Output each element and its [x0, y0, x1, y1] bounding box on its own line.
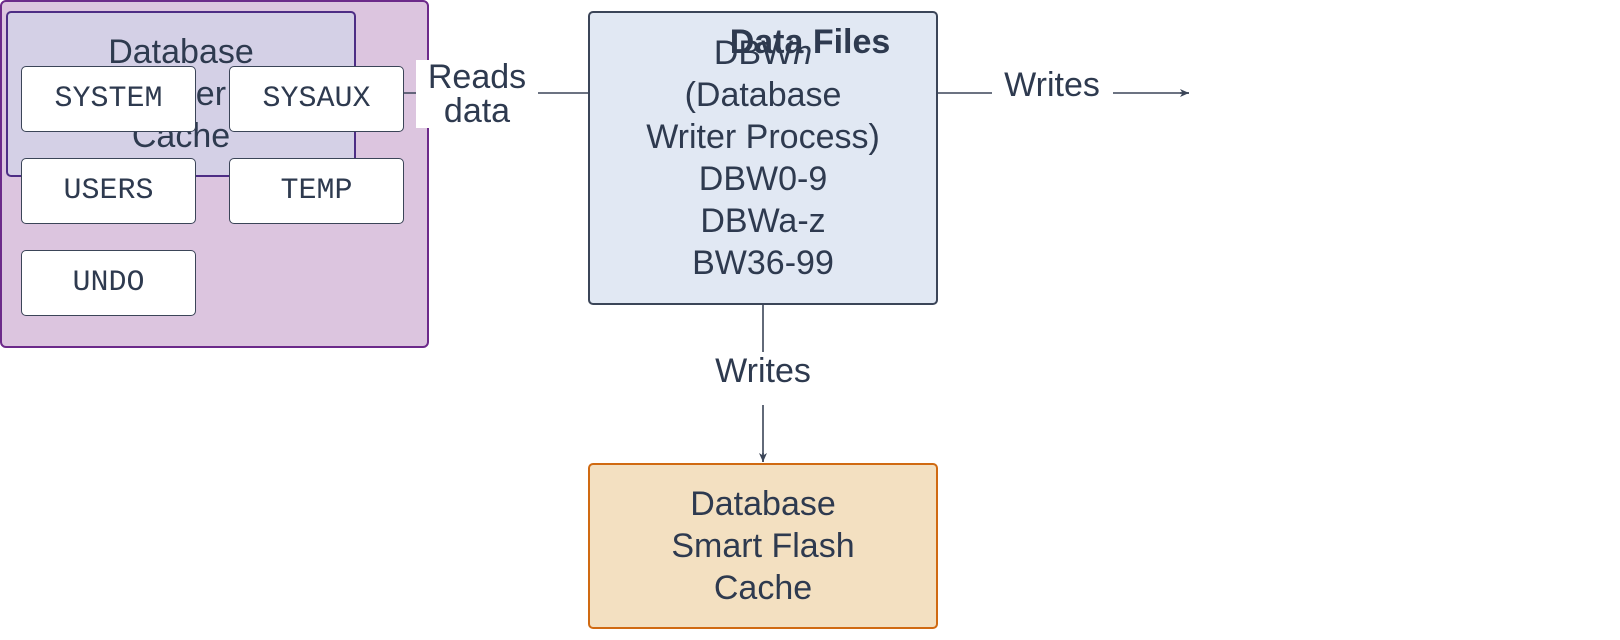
reads-label-line-1: Reads [427, 58, 527, 96]
reads-data-label: Reads data [416, 60, 538, 128]
dbwn-title-prefix: DBW [713, 34, 794, 72]
dbwn-process-node: DBWn (Database Writer Process) DBW0-9 DB… [588, 11, 938, 305]
datafile-undo: UNDO [21, 250, 196, 316]
buffer-cache-line-1: Database [108, 33, 254, 71]
writes-datafiles-label: Writes [996, 68, 1108, 102]
flash-cache-line-3: Cache [713, 569, 813, 607]
datafile-system: SYSTEM [21, 66, 196, 132]
writes-flash-cache-label: Writes [700, 354, 826, 388]
dbwn-line-5: BW36-99 [692, 244, 834, 282]
dbwn-line-4: DBWa-z [700, 202, 826, 240]
dbwn-title-suffix: n [793, 34, 813, 72]
flash-cache-line-2: Smart Flash [671, 527, 855, 565]
dbwn-line-2: Writer Process) [646, 118, 880, 156]
reads-label-line-2: data [443, 92, 511, 130]
dbwn-line-1: (Database [684, 76, 842, 114]
data-files-title: Data Files [729, 23, 891, 61]
database-smart-flash-cache-node: Database Smart Flash Cache [588, 463, 938, 629]
datafile-temp: TEMP [229, 158, 404, 224]
dbwn-title: DBWn [714, 32, 812, 74]
datafile-users: USERS [21, 158, 196, 224]
dbwn-line-3: DBW0-9 [698, 160, 828, 198]
datafile-sysaux: SYSAUX [229, 66, 404, 132]
flash-cache-line-1: Database [690, 485, 836, 523]
